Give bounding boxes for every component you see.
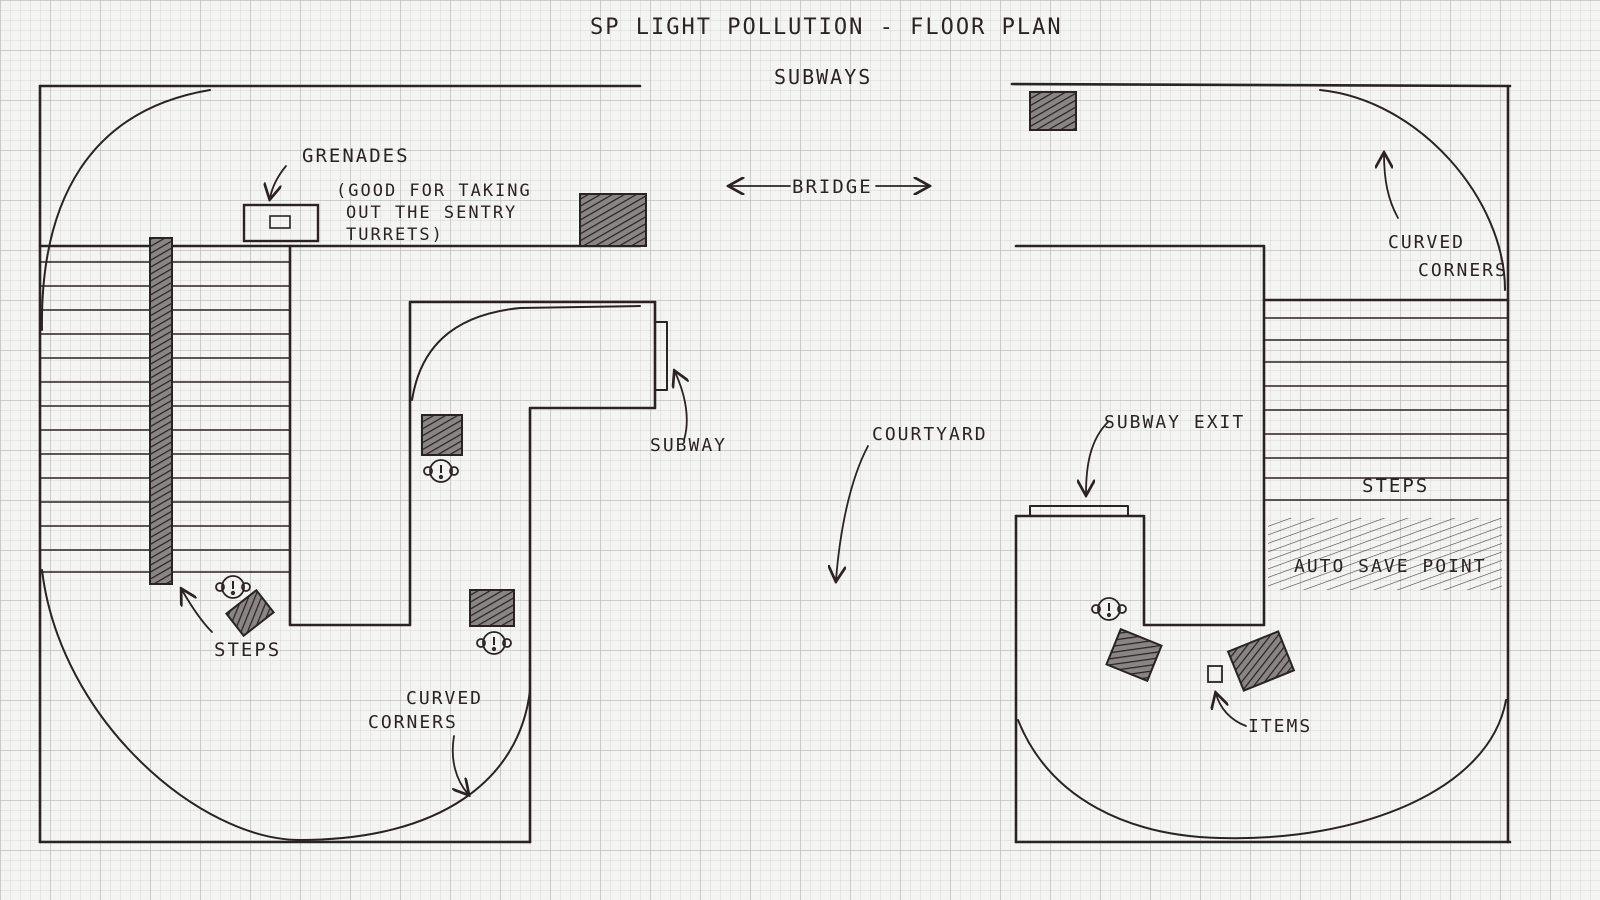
right-building [1010, 82, 1512, 844]
enemy-marker-icon [423, 459, 459, 483]
label-grenades-note-2: OUT THE SENTRY [346, 203, 517, 223]
page-title: SP LIGHT POLLUTION - FLOOR PLAN [590, 15, 1063, 40]
label-curved-corners-bottom-1: CURVED [406, 688, 483, 709]
enemy-marker-icon [476, 631, 512, 655]
right-steps [1263, 317, 1509, 501]
label-items: ITEMS [1248, 716, 1312, 737]
label-curved-corners-top-2: CORNERS [1418, 260, 1508, 281]
label-subway: SUBWAY [650, 435, 727, 456]
annotation-arrows [182, 154, 1399, 794]
enemy-marker-icon [215, 575, 251, 599]
crate-icon [421, 414, 463, 456]
page-subtitle: SUBWAYS [774, 65, 872, 89]
auto-save-point-area [1268, 518, 1502, 590]
items-box-icon [1207, 665, 1223, 683]
label-grenades: GRENADES [302, 145, 410, 167]
label-curved-corners-top-1: CURVED [1388, 232, 1465, 253]
label-auto-save-point: AUTO SAVE POINT [1294, 556, 1487, 577]
label-bridge: BRIDGE [792, 176, 873, 198]
enemy-marker-icon [1091, 597, 1127, 621]
label-courtyard: COURTYARD [872, 424, 988, 445]
crate-icon [469, 589, 515, 627]
crate-icon [1029, 91, 1077, 131]
label-steps-right: STEPS [1362, 475, 1429, 497]
crate-icon [225, 588, 275, 638]
label-curved-corners-bottom-2: CORNERS [368, 712, 458, 733]
crate-icon [1105, 627, 1163, 683]
grenade-box-icon [242, 203, 320, 243]
label-steps-left: STEPS [214, 639, 281, 661]
crate-icon [579, 193, 647, 247]
steps-handrail [149, 237, 173, 585]
crate-icon [1226, 630, 1296, 692]
label-grenades-note-1: (GOOD FOR TAKING [336, 181, 532, 201]
label-subway-exit: SUBWAY EXIT [1104, 412, 1245, 433]
label-grenades-note-3: TURRETS) [346, 225, 444, 245]
left-building [38, 84, 668, 844]
